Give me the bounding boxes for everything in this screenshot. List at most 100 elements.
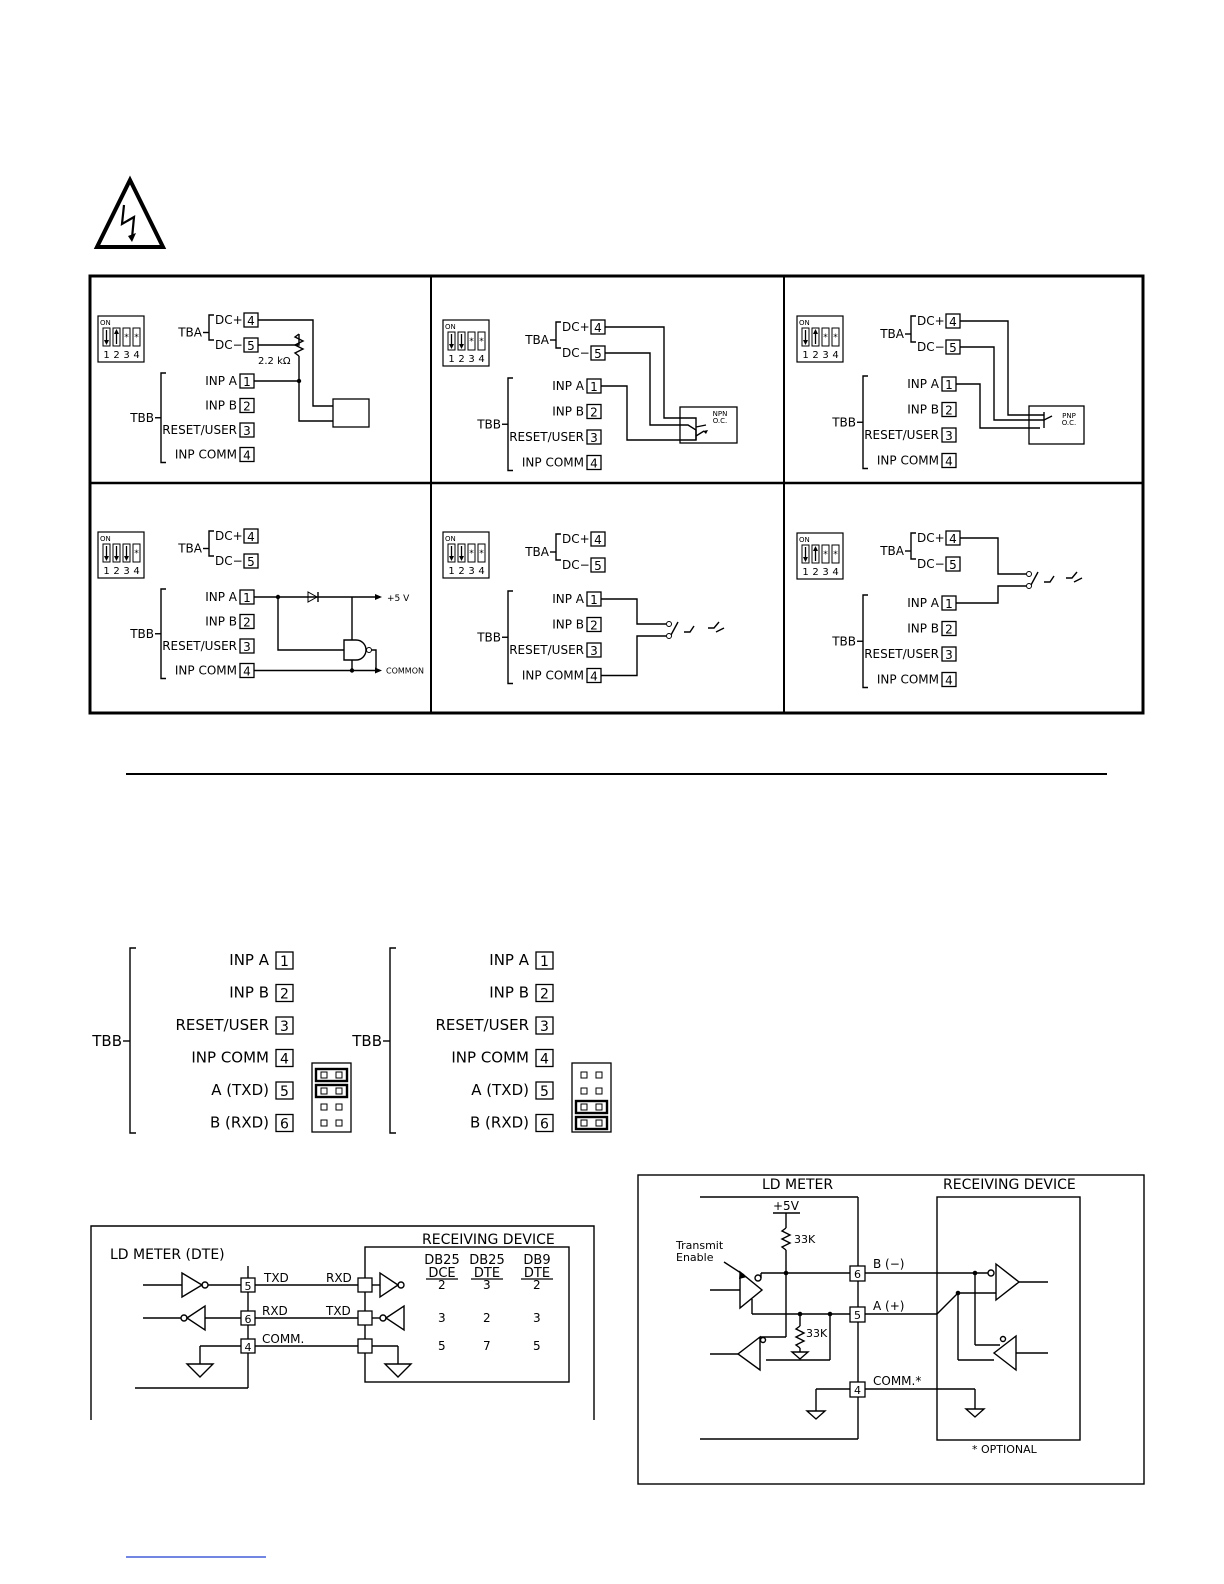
rs485-diagram: LD METER RECEIVING DEVICE * OPTIONAL +5V… [637, 1174, 1145, 1485]
rs232-dev-txd: TXD [325, 1304, 351, 1318]
tbb-pin-number: 3 [243, 424, 251, 438]
rs232-pin-value: 5 [533, 1339, 541, 1353]
dip-number: 3 [468, 354, 474, 365]
tbb-pin-number: 3 [945, 429, 953, 443]
svg-text:*: * [833, 550, 838, 560]
tbb-pin-number: 6 [540, 1117, 549, 1133]
dip-number: 4 [832, 350, 838, 361]
dip-number: 4 [478, 354, 484, 365]
tba-pin-label: DC− [562, 558, 590, 572]
rs232-device-label: RECEIVING DEVICE [422, 1232, 555, 1248]
svg-text:O.C.: O.C. [713, 417, 728, 425]
tba-label: TBA [879, 544, 905, 558]
jumper-block [571, 1062, 612, 1133]
tbb-pin-label: RESET/USER [864, 647, 939, 661]
tbb-pin-label: A (TXD) [211, 1081, 269, 1099]
rs232-col-sub: DTE [474, 1266, 500, 1281]
tba-pin-label: DC− [215, 338, 243, 352]
tbb-pin-label: INP B [205, 615, 237, 629]
tbb-pin-label: INP COMM [175, 448, 237, 462]
tba-pin-label: DC− [917, 557, 945, 571]
tba-pin-label: DC+ [562, 532, 590, 546]
tbb-pin-label: RESET/USER [509, 643, 584, 657]
tbb-pin-number: 4 [945, 455, 953, 469]
tba-pin-number: 4 [594, 321, 602, 335]
tbb-pin-label: INP A [907, 377, 940, 391]
dip-number: 1 [448, 566, 454, 577]
rs485-r1: 33K [794, 1233, 816, 1246]
tba-pin-number: 4 [949, 315, 957, 329]
tbb-pin-number: 4 [590, 670, 598, 684]
tbb-pin-number: 2 [590, 406, 598, 420]
rs232-col-head: DB25 [469, 1253, 504, 1268]
tbb-pin-label: RESET/USER [162, 423, 237, 437]
svg-text:*: * [469, 549, 474, 559]
rs485-optional: * OPTIONAL [972, 1443, 1038, 1456]
tbb-pin-label: INP B [489, 984, 529, 1002]
tba-label: TBA [879, 327, 905, 341]
dip-number: 4 [832, 567, 838, 578]
dip-number: 4 [133, 350, 139, 361]
tbb-pin-number: 2 [945, 623, 953, 637]
dip-number: 2 [812, 567, 818, 578]
tbb-pin-label: INP A [489, 951, 529, 969]
tba-pin-label: DC− [562, 346, 590, 360]
tbb-label: TBB [831, 415, 856, 429]
rs232-pin-value: 7 [483, 1339, 491, 1353]
tbb-pin-number: 6 [280, 1117, 289, 1133]
tbb-pin-number: 2 [280, 987, 289, 1003]
tba-pin-label: DC+ [215, 529, 243, 543]
tbb-pin-label: RESET/USER [864, 428, 939, 442]
tba-pin-number: 4 [594, 533, 602, 547]
rs485-sig-comm: COMM.* [873, 1374, 921, 1388]
dip-number: 3 [822, 567, 828, 578]
dip-number: 2 [113, 350, 119, 361]
tbb-label: TBB [831, 634, 856, 648]
tbb-pin-label: INP A [229, 951, 269, 969]
dip-number: 2 [812, 350, 818, 361]
svg-text:*: * [479, 337, 484, 347]
rs232-sig-comm: COMM. [262, 1332, 304, 1346]
tbb-pin-number: 1 [590, 593, 598, 607]
warning-icon [93, 175, 167, 249]
svg-text:*: * [479, 549, 484, 559]
dip-switch [796, 532, 844, 580]
tbb-pin-number: 4 [540, 1052, 549, 1068]
dip-number: 4 [478, 566, 484, 577]
rs232-pin-value: 5 [438, 1339, 446, 1353]
tbb-pin-label: INP COMM [175, 664, 237, 678]
tbb-pin-number: 4 [243, 449, 251, 463]
tba-pin-number: 5 [594, 347, 602, 361]
tbb-pin-label: RESET/USER [162, 639, 237, 653]
tba-pin-number: 4 [949, 532, 957, 546]
tbb-pin-label: INP COMM [451, 1049, 529, 1067]
tbb-pin-number: 2 [243, 616, 251, 630]
svg-text:*: * [469, 337, 474, 347]
tbb-pin-label: INP A [552, 592, 585, 606]
rs232-pin-value: 3 [438, 1311, 446, 1325]
tbb-pin-label: B (RXD) [470, 1114, 529, 1132]
dip-on-label: ON [799, 319, 810, 327]
tbb-pin-label: RESET/USER [509, 430, 584, 444]
tbb-pin-label: INP B [907, 403, 939, 417]
dip-number: 2 [458, 354, 464, 365]
tbb-pin-number: 3 [945, 648, 953, 662]
svg-text:O.C.: O.C. [1062, 419, 1077, 427]
tbb-pin-label: INP A [907, 596, 940, 610]
tbb-pin-label: INP B [205, 399, 237, 413]
dip-number: 1 [103, 566, 109, 577]
svg-text:*: * [134, 333, 139, 343]
tbb-pin-number: 4 [945, 674, 953, 688]
dip-number: 3 [123, 566, 129, 577]
dip-number: 2 [458, 566, 464, 577]
tbb-pin-label: INP A [205, 590, 238, 604]
dip-switch [442, 531, 490, 579]
dip-switch [796, 315, 844, 363]
